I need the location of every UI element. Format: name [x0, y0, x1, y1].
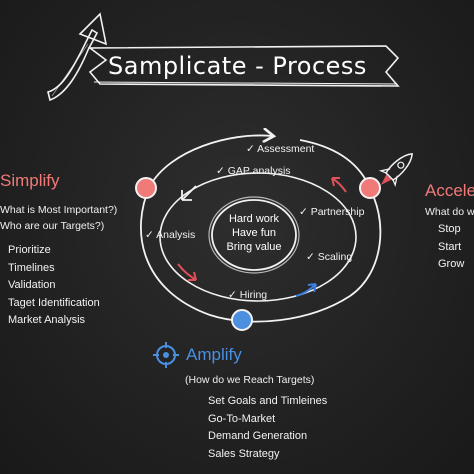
accelerate-node	[359, 177, 381, 199]
list-item: Start	[438, 240, 462, 253]
step-hiring: ✓ Hiring	[228, 289, 268, 301]
list-item: Validation	[8, 279, 56, 291]
accelerate-list: Stop Start Grow	[438, 221, 464, 274]
center-value-2: Have fun	[231, 227, 277, 239]
center-value-3: Bring value	[226, 241, 282, 253]
amplify-title: Amplify	[186, 345, 242, 364]
list-item: Prioritize	[8, 244, 51, 256]
accelerate-title: Accele	[425, 181, 474, 200]
list-item: Market Analysis	[8, 314, 86, 326]
simplify-list: Prioritize Timelines Validation Taget Id…	[8, 242, 100, 330]
list-item: Set Goals and Timleines	[208, 395, 328, 407]
target-icon	[153, 342, 179, 368]
list-item: Sales Strategy	[208, 447, 280, 460]
title-banner	[87, 45, 400, 87]
outer-cycle	[140, 135, 382, 323]
list-item: Taget Identification	[8, 296, 100, 309]
list-item: Demand Generation	[208, 430, 308, 442]
list-item: Stop	[438, 223, 461, 235]
center-values: Hard work Have fun Bring value	[214, 212, 294, 254]
list-item: Timelines	[8, 261, 55, 274]
inner-cycle	[159, 172, 357, 302]
step-assessment: ✓ Assessment	[246, 143, 315, 155]
list-item: Go-To-Market	[208, 412, 276, 425]
curved-arrow-icon	[47, 12, 108, 102]
simplify-node	[135, 177, 157, 199]
amplify-list: Set Goals and Timleines Go-To-Market Dem…	[208, 393, 327, 463]
amplify-node	[231, 309, 253, 331]
center-ring	[208, 196, 300, 274]
step-scaling: ✓ Scaling	[306, 251, 353, 263]
rocket-icon	[378, 153, 413, 188]
simplify-title: Simplify	[0, 171, 60, 190]
center-value-1: Hard work	[228, 213, 280, 225]
list-item: Grow	[438, 258, 465, 270]
red-arrow-up-icon	[331, 177, 347, 193]
simplify-question-1: What is Most Important?)	[0, 204, 118, 216]
step-gap-analysis: ✓ GAP analysis	[216, 165, 291, 177]
page-title: Samplicate - Process	[108, 52, 367, 80]
amplify-question: (How do we Reach Targets)	[185, 374, 315, 386]
blue-arrow-right-icon	[295, 283, 317, 297]
red-arrow-down-icon	[177, 263, 197, 281]
white-arrow-left-icon	[181, 185, 197, 201]
accelerate-question: What do w	[425, 206, 474, 218]
step-partnership: ✓ Partnership	[299, 206, 365, 218]
simplify-question-2: Who are our Targets?)	[0, 220, 105, 232]
step-analysis: ✓ Analysis	[145, 229, 196, 241]
